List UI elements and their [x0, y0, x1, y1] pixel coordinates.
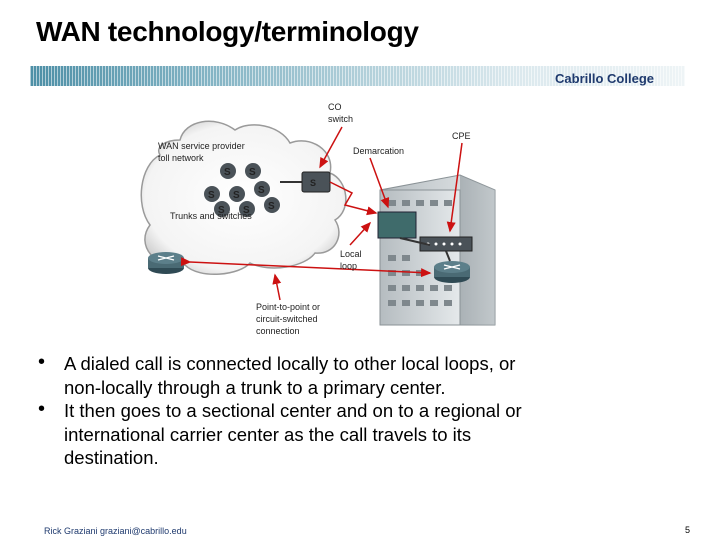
bullet-dot: • — [38, 398, 46, 420]
p2p-label-2: circuit-switched — [256, 314, 318, 324]
svg-text:S: S — [233, 190, 240, 201]
demarc-icon — [377, 211, 417, 239]
cloud-label-2: toll network — [158, 153, 204, 163]
cpe-label: CPE — [452, 131, 471, 141]
svg-text:S: S — [218, 205, 225, 216]
co-switch-label-1: CO — [328, 102, 342, 112]
remote-router-icon — [148, 252, 184, 274]
co-switch-label-2: switch — [328, 114, 353, 124]
router-icon — [434, 261, 470, 283]
local-loop-label-1: Local — [340, 249, 362, 259]
bullet-list: • A dialed call is connected locally to … — [32, 351, 692, 470]
header-bar — [30, 66, 685, 86]
svg-text:S: S — [249, 167, 256, 178]
wan-diagram: WAN service provider toll network S S S … — [140, 102, 496, 336]
page-number: 5 — [684, 525, 690, 535]
svg-text:S: S — [243, 205, 250, 216]
switch-icon: S S S S S S S S — [204, 163, 280, 217]
footer-author: Rick Graziani graziani@cabrillo.edu — [44, 526, 187, 536]
svg-text:S: S — [224, 167, 231, 178]
bullet-dot: • — [38, 351, 46, 373]
cpe-hub-icon — [419, 236, 473, 252]
co-switch-icon: S — [301, 171, 331, 193]
bullet-line: It then goes to a sectional center and o… — [64, 400, 522, 421]
bullet-item: • A dialed call is connected locally to … — [32, 351, 692, 399]
local-loop-label-2: loop — [340, 261, 357, 271]
bullet-line: non-locally through a trunk to a primary… — [64, 376, 446, 398]
bullet-line: destination. — [64, 447, 159, 468]
trunks-label: Trunks and switches — [170, 211, 252, 221]
slide-title: WAN technology/terminology — [36, 16, 419, 47]
cloud-label-1: WAN service provider — [158, 141, 245, 151]
svg-text:S: S — [268, 201, 275, 212]
bullet-item: • It then goes to a sectional center and… — [32, 398, 692, 470]
p2p-label-1: Point-to-point or — [256, 302, 320, 312]
demarcation-label: Demarcation — [353, 146, 404, 156]
svg-text:S: S — [310, 178, 316, 188]
p2p-label-3: connection — [256, 326, 300, 336]
svg-text:S: S — [258, 185, 265, 196]
bullet-line: A dialed call is connected locally to ot… — [64, 353, 516, 374]
svg-text:S: S — [208, 190, 215, 201]
bullet-line: international carrier center as the call… — [64, 423, 472, 445]
college-logo-text: Cabrillo College — [555, 71, 654, 86]
